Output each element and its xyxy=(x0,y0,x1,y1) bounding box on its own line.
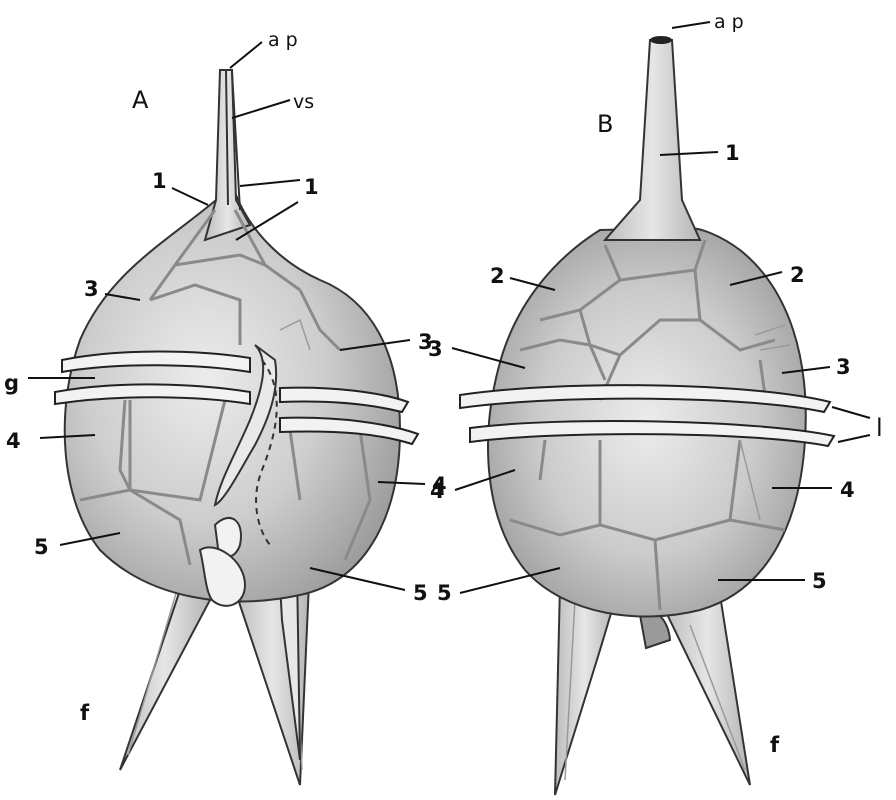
label-b-2-right: 2 xyxy=(790,263,805,287)
panel-b-apical-pore xyxy=(650,36,672,44)
label-a-3-left: 3 xyxy=(84,277,99,301)
label-a-4-left: 4 xyxy=(6,429,21,453)
panel-b-left-antapical-horn xyxy=(555,585,615,795)
label-a-ap: a p xyxy=(268,29,298,51)
label-b-3-right: 3 xyxy=(836,355,851,379)
label-b-f: f xyxy=(770,733,780,757)
panel-a-title: A xyxy=(132,86,149,114)
label-b-2-left: 2 xyxy=(490,264,505,288)
label-a-f: f xyxy=(80,701,90,725)
label-b-1: 1 xyxy=(725,141,740,165)
label-b-4-left: 4 xyxy=(430,479,445,503)
label-b-5-left: 5 xyxy=(437,581,452,605)
panel-a xyxy=(55,70,418,785)
label-a-g: g xyxy=(4,371,19,395)
label-b-ap: a p xyxy=(714,11,744,33)
label-b-4-right: 4 xyxy=(840,478,855,502)
label-b-5-right: 5 xyxy=(812,569,827,593)
label-a-1-right: 1 xyxy=(304,175,319,199)
label-a-vs: vs xyxy=(293,91,314,113)
label-a-5-right: 5 xyxy=(413,581,428,605)
label-b-3-left: 3 xyxy=(428,337,443,361)
label-a-5-left: 5 xyxy=(34,535,49,559)
panel-b xyxy=(460,36,834,795)
panel-b-title: B xyxy=(597,110,613,138)
panel-b-apical-horn xyxy=(605,40,700,240)
label-a-1-left: 1 xyxy=(152,169,167,193)
label-b-l: l xyxy=(876,414,883,442)
panel-b-right-antapical-horn xyxy=(665,595,750,785)
